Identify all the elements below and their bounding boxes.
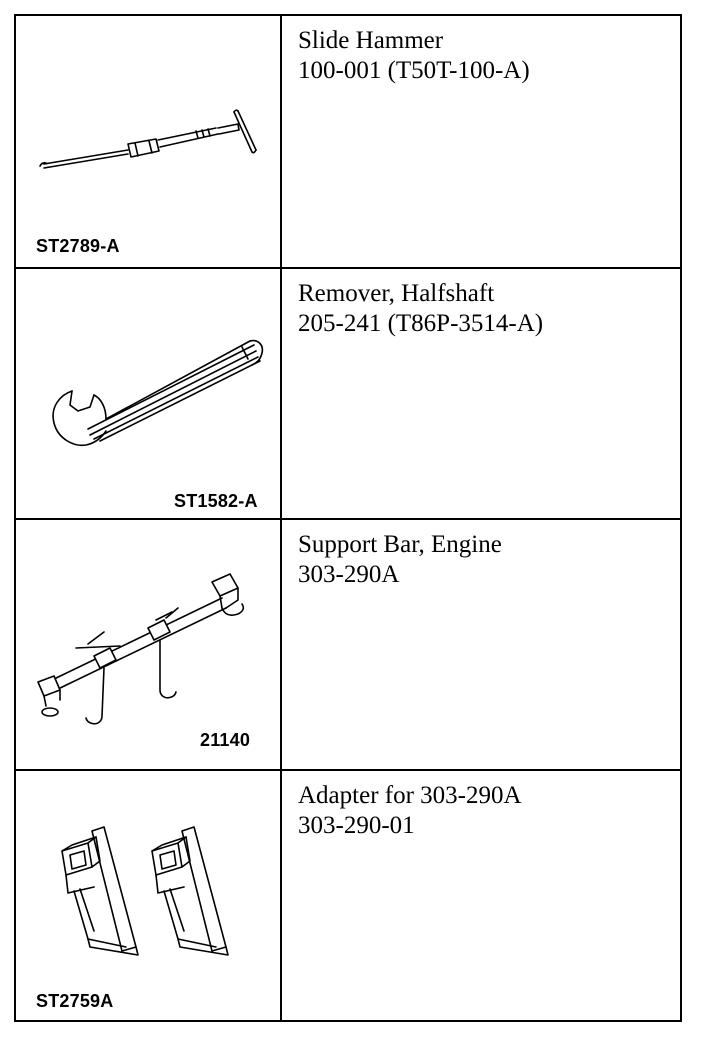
tool-part-number: 100-001 (T50T-100-A) [298, 57, 530, 84]
tool-row-support-bar-adapter: ST2759A Adapter for 303-290A 303-290-01 [16, 769, 680, 1020]
tool-row-halfshaft-remover: ST1582-A Remover, Halfshaft 205-241 (T86… [16, 267, 680, 518]
tool-image-cell: ST2789-A [16, 16, 282, 267]
tool-image-cell: 21140 [16, 520, 282, 769]
tool-part-number: 303-290A [298, 561, 400, 588]
figure-code: ST1582-A [174, 491, 258, 511]
tool-description-cell: Slide Hammer 100-001 (T50T-100-A) [282, 16, 680, 267]
tool-part-number: 205-241 (T86P-3514-A) [298, 310, 544, 337]
tool-name: Support Bar, Engine [298, 531, 502, 558]
tool-name: Slide Hammer [298, 27, 444, 54]
figure-code: 21140 [200, 730, 251, 750]
tool-name: Adapter for 303-290A [298, 782, 522, 809]
tool-name: Remover, Halfshaft [298, 280, 495, 307]
special-tools-table: ST2789-A Slide Hammer 100-001 (T50T-100-… [14, 14, 682, 1022]
tool-part-number: 303-290-01 [298, 812, 415, 839]
support-bar-adapter-illustration [16, 771, 280, 1022]
figure-code: ST2759A [36, 991, 114, 1011]
tool-row-engine-support-bar: 21140 Support Bar, Engine 303-290A [16, 518, 680, 769]
tool-image-cell: ST1582-A [16, 269, 282, 518]
tool-description-cell: Remover, Halfshaft 205-241 (T86P-3514-A) [282, 269, 680, 518]
slide-hammer-illustration [16, 16, 280, 267]
tool-description-cell: Support Bar, Engine 303-290A [282, 520, 680, 769]
figure-code: ST2789-A [36, 236, 120, 256]
tool-image-cell: ST2759A [16, 771, 282, 1020]
engine-support-bar-illustration [16, 520, 280, 771]
halfshaft-remover-illustration [16, 269, 280, 520]
tool-description-cell: Adapter for 303-290A 303-290-01 [282, 771, 680, 1020]
tool-row-slide-hammer: ST2789-A Slide Hammer 100-001 (T50T-100-… [16, 16, 680, 267]
